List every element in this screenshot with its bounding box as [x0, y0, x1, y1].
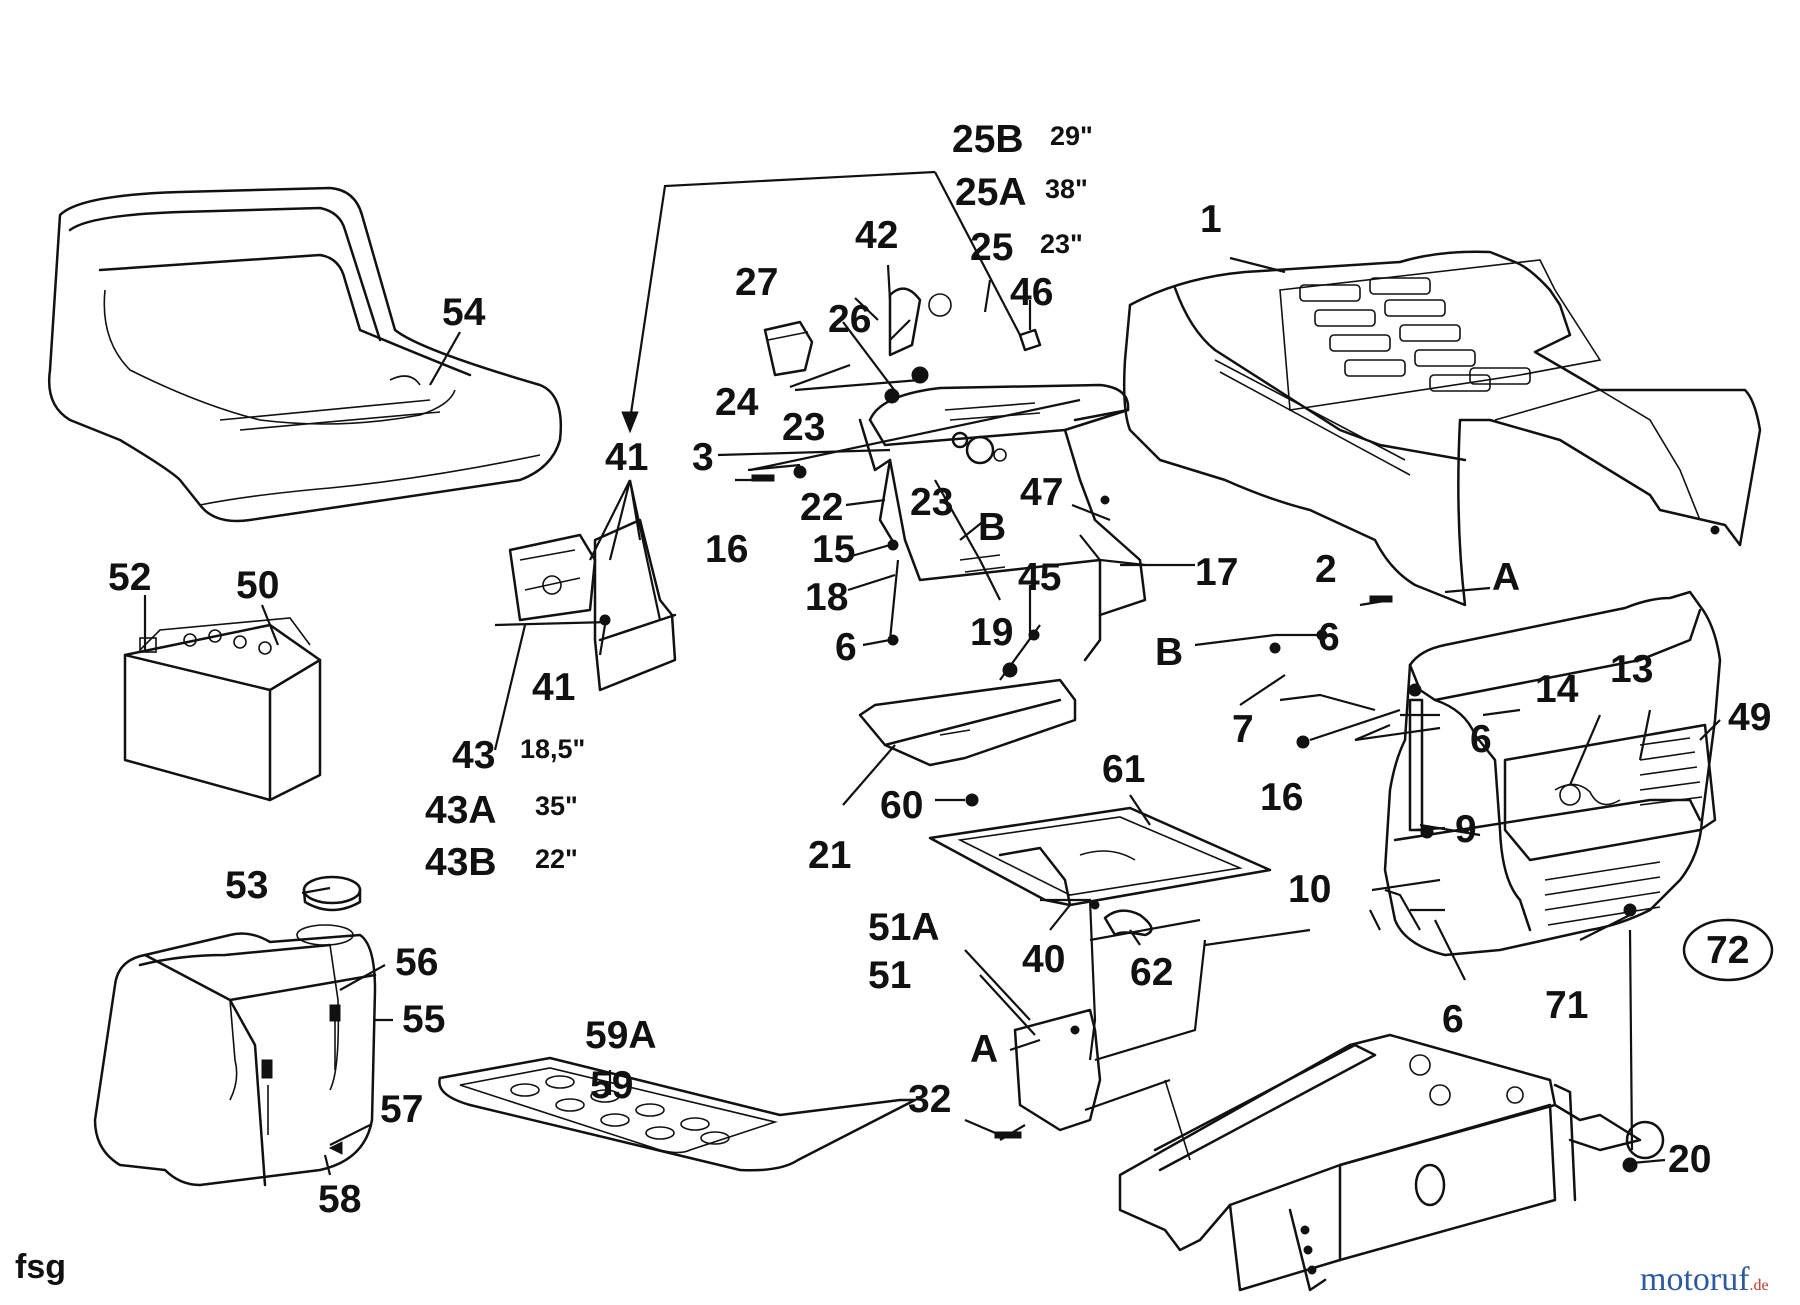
callout-18: 18 — [805, 576, 848, 619]
callout-71: 71 — [1545, 984, 1588, 1027]
callout-14: 14 — [1535, 668, 1579, 711]
callout-50: 50 — [236, 564, 279, 607]
callout-72: 72 — [1706, 929, 1749, 972]
callout-21: 21 — [808, 834, 851, 877]
callout-43B: 43B — [425, 841, 497, 884]
footer-code: fsg — [15, 1248, 66, 1286]
battery-part — [123, 617, 322, 802]
callout-2: 2 — [1315, 548, 1337, 591]
callout-43: 43 — [452, 734, 495, 777]
callout-55: 55 — [402, 998, 445, 1041]
size-25: 23" — [1040, 229, 1083, 259]
callout-51: 51 — [868, 954, 911, 997]
callout-43A: 43A — [425, 789, 497, 832]
dashboard-pan-part — [858, 678, 1077, 767]
brand-name: motoruf — [1640, 1261, 1750, 1298]
callout-62: 62 — [1130, 951, 1173, 994]
callout-25A: 25A — [955, 171, 1027, 214]
callout-26: 26 — [828, 298, 871, 341]
footplate-part — [438, 1056, 917, 1172]
callout-25: 25 — [970, 226, 1013, 269]
callout-6d: 6 — [1442, 998, 1464, 1041]
fuel-tank-part — [93, 924, 377, 1187]
callout-57: 57 — [380, 1088, 423, 1131]
callout-3: 3 — [692, 436, 714, 479]
grille-part — [1383, 590, 1722, 957]
callout-40: 40 — [1022, 938, 1065, 981]
callout-10: 10 — [1288, 868, 1331, 911]
callout-41b: 41 — [532, 666, 575, 709]
callout-24: 24 — [715, 381, 759, 424]
callout-7: 7 — [1232, 708, 1254, 751]
callout-25B: 25B — [952, 118, 1024, 161]
size-43B: 22" — [535, 844, 578, 874]
callout-1: 1 — [1200, 198, 1222, 241]
callout-6b: 6 — [1318, 616, 1340, 659]
callout-54: 54 — [442, 291, 486, 334]
callout-58: 58 — [318, 1178, 361, 1221]
callout-32: 32 — [908, 1078, 951, 1121]
callout-17: 17 — [1195, 551, 1238, 594]
callout-59A: 59A — [585, 1014, 657, 1057]
callout-45: 45 — [1018, 556, 1061, 599]
size-25A: 38" — [1045, 174, 1088, 204]
callout-59: 59 — [590, 1064, 633, 1107]
callout-16a: 16 — [705, 528, 748, 571]
seat-bracket-part — [494, 518, 677, 692]
callout-9: 9 — [1455, 808, 1477, 851]
callout-42: 42 — [855, 214, 898, 257]
size-43: 18,5" — [520, 734, 585, 764]
callout-61: 61 — [1102, 748, 1145, 791]
callout-19: 19 — [970, 611, 1013, 654]
callout-15: 15 — [812, 528, 855, 571]
callout-A1: A — [1492, 556, 1520, 599]
battery-tray-part — [928, 806, 1272, 937]
hardware-fasteners — [328, 465, 1638, 1173]
brand-watermark: motoruf.de — [1640, 1261, 1769, 1298]
callout-A2: A — [970, 1028, 998, 1071]
size-43A: 35" — [535, 791, 578, 821]
callout-6a: 6 — [835, 626, 857, 669]
seat-part — [47, 186, 562, 523]
callout-B1: B — [978, 506, 1006, 549]
callout-6c: 6 — [1470, 718, 1492, 761]
dashboard-console-part — [858, 383, 1147, 662]
fuel-cap-part — [302, 875, 362, 912]
callout-60: 60 — [880, 784, 923, 827]
brand-tld: .de — [1750, 1277, 1769, 1294]
frame-chassis-part — [1118, 1033, 1665, 1292]
bracket-51-part — [1013, 1008, 1102, 1132]
svg-text:motoruf.de: motoruf.de — [1640, 1261, 1769, 1298]
callout-20: 20 — [1668, 1138, 1711, 1181]
callout-labels: 25B 29" 25A 38" 25 23" 42 46 27 26 24 23… — [108, 118, 1771, 1221]
callout-16b: 16 — [1260, 776, 1303, 819]
callout-47: 47 — [1020, 471, 1063, 514]
callout-52: 52 — [108, 556, 151, 599]
callout-27: 27 — [735, 261, 778, 304]
callout-B2: B — [1155, 631, 1183, 674]
callout-22: 22 — [800, 486, 843, 529]
callout-46: 46 — [1010, 271, 1053, 314]
callout-23a: 23 — [782, 406, 825, 449]
callout-53: 53 — [225, 864, 268, 907]
callout-56: 56 — [395, 941, 438, 984]
callout-23b: 23 — [910, 481, 953, 524]
leader-lines — [143, 170, 1774, 1176]
callout-13: 13 — [1610, 648, 1653, 691]
size-25B: 29" — [1050, 121, 1093, 151]
callout-51A: 51A — [868, 906, 940, 949]
hood-part — [1122, 250, 1762, 607]
callout-49: 49 — [1728, 696, 1771, 739]
callout-41a: 41 — [605, 436, 648, 479]
